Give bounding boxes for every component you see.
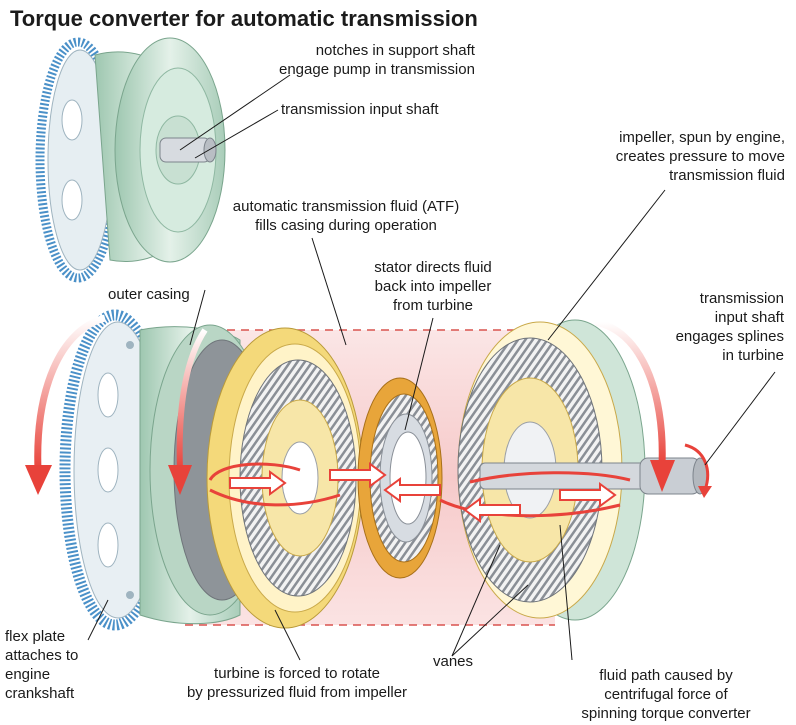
label-line: engine [5,666,51,683]
label-line: crankshaft [5,685,75,702]
label-line: vanes [433,653,474,670]
label-outer-casing: outer casing [108,285,190,304]
label-line: flex plate [5,628,66,645]
label-line: by pressurized fluid from impeller [186,684,408,701]
impeller [457,319,646,621]
label-fluid-path: fluid path caused by centrifugal force o… [556,666,776,723]
rotation-arrow-right [594,318,675,492]
label-line: stator directs fluid [374,259,492,276]
label-line: notches in support shaft [315,42,475,59]
label-turbine: turbine is forced to rotate by pressuriz… [166,664,428,702]
label-line: from turbine [392,297,474,314]
label-line: fills casing during operation [255,217,437,234]
label-input-shaft-top: transmission input shaft [281,100,439,119]
label-line: transmission input shaft [281,101,439,118]
label-notches: notches in support shaft engage pump in … [279,41,475,79]
label-line: engage pump in transmission [279,61,475,78]
label-stator: stator directs fluid back into impeller … [356,258,510,315]
fluid-path-arrows [208,462,631,518]
label-line: creates pressure to move [615,148,785,165]
label-line: back into impeller [374,278,492,295]
leader-lines [87,74,776,661]
label-line: turbine is forced to rotate [214,665,380,682]
rotation-arrow-turbine [168,328,208,495]
diagram-title: Torque converter for automatic transmiss… [10,6,478,31]
input-shaft [479,457,708,495]
flow-block-arrows [229,462,617,523]
label-line: impeller, spun by engine, [619,129,785,146]
label-impeller: impeller, spun by engine, creates pressu… [588,128,785,185]
top-converter [35,37,226,283]
label-line: transmission fluid [669,167,785,184]
rotation-arrow-left [25,314,107,495]
label-line: automatic transmission fluid (ATF) [232,198,460,215]
stator [357,377,443,579]
label-line: in turbine [722,347,784,364]
label-line: transmission [699,290,784,307]
label-line: spinning torque converter [581,705,751,722]
label-line: engages splines [675,328,784,345]
label-line: outer casing [108,286,190,303]
label-line: input shaft [714,309,784,326]
rotation-arrow-shaft [684,443,712,498]
label-vanes: vanes [433,652,473,671]
turbine [206,327,364,629]
label-input-shaft-right: transmission input shaft engages splines… [660,289,784,365]
label-line: centrifugal force of [604,686,728,703]
label-flex-plate: flex plate attaches to engine crankshaft [5,627,78,703]
label-atf: automatic transmission fluid (ATF) fills… [215,197,477,235]
label-line: attaches to [5,647,79,664]
label-line: fluid path caused by [599,667,733,684]
input-shaft-top [159,137,211,163]
